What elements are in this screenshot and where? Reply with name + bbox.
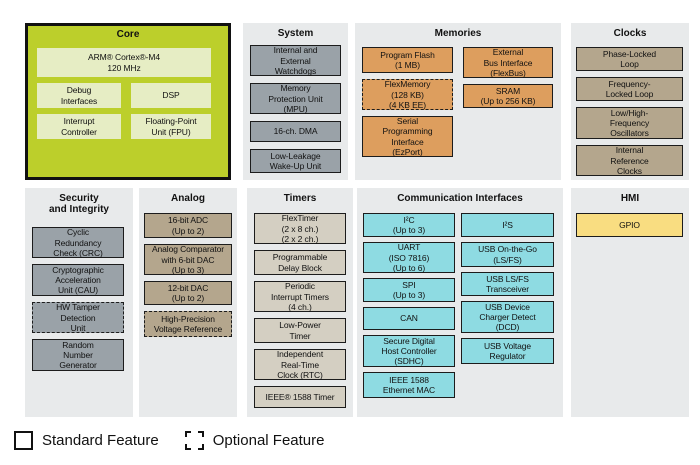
legend-optional-label: Optional Feature bbox=[212, 431, 325, 449]
block-i2s: I²S bbox=[461, 213, 554, 237]
block-periodic-interrupt-timers: Periodic Interrupt Timers (4 ch.) bbox=[254, 281, 346, 312]
block-voltage-reference: High-Precision Voltage Reference bbox=[144, 311, 232, 337]
panel-clocks: Clocks Phase-Locked Loop Frequency- Lock… bbox=[571, 23, 689, 180]
legend-standard-label: Standard Feature bbox=[42, 431, 159, 449]
panel-memories: Memories Program Flash (1 MB) FlexMemory… bbox=[355, 23, 561, 180]
block-adc: 16-bit ADC (Up to 2) bbox=[144, 213, 232, 238]
panel-title-security: Security and Integrity bbox=[48, 193, 109, 215]
block-cau: Cryptographic Acceleration Unit (CAU) bbox=[32, 264, 124, 296]
block-internal-reference-clocks: Internal Reference Clocks bbox=[576, 145, 683, 176]
block-mpu: Memory Protection Unit (MPU) bbox=[250, 83, 341, 114]
panel-communication-interfaces: Communication Interfaces I²C (Up to 3) U… bbox=[357, 188, 563, 417]
block-low-power-timer: Low-Power Timer bbox=[254, 318, 346, 343]
block-arm-cortex-m4: ARM® Cortex®-M4 120 MHz bbox=[37, 48, 211, 77]
block-usb-dcd: USB Device Charger Detect (DCD) bbox=[461, 301, 554, 333]
block-pll: Phase-Locked Loop bbox=[576, 47, 683, 71]
block-programmable-delay-block: Programmable Delay Block bbox=[254, 250, 346, 275]
panel-analog: Analog 16-bit ADC (Up to 2) Analog Compa… bbox=[139, 188, 237, 417]
panel-core: Core ARM® Cortex®-M4 120 MHz Debug Inter… bbox=[25, 23, 231, 180]
panel-title-hmi: HMI bbox=[620, 193, 640, 204]
block-sram: SRAM (Up to 256 KB) bbox=[463, 84, 553, 108]
legend-standard-swatch bbox=[14, 430, 33, 450]
legend: Standard Feature Optional Feature bbox=[14, 429, 324, 451]
legend-optional-swatch bbox=[184, 430, 204, 450]
block-flexbus: External Bus Interface (FlexBus) bbox=[463, 47, 553, 78]
panel-hmi: HMI GPIO bbox=[571, 188, 689, 417]
block-12bit-dac: 12-bit DAC (Up to 2) bbox=[144, 281, 232, 305]
block-ethernet-mac: IEEE 1588 Ethernet MAC bbox=[363, 372, 455, 398]
block-can: CAN bbox=[363, 307, 455, 330]
block-fll: Frequency- Locked Loop bbox=[576, 77, 683, 101]
block-watchdogs: Internal and External Watchdogs bbox=[250, 45, 341, 76]
panel-timers: Timers FlexTimer (2 x 8 ch.) (2 x 2 ch.)… bbox=[247, 188, 353, 417]
panel-title-clocks: Clocks bbox=[613, 28, 647, 39]
panel-system: System Internal and External Watchdogs M… bbox=[243, 23, 348, 180]
block-fpu: Floating-Point Unit (FPU) bbox=[131, 114, 211, 139]
block-random-number-generator: Random Number Generator bbox=[32, 339, 124, 371]
panel-title-core: Core bbox=[116, 29, 140, 40]
block-program-flash: Program Flash (1 MB) bbox=[362, 47, 453, 73]
block-dma: 16-ch. DMA bbox=[250, 121, 341, 142]
panel-title-memories: Memories bbox=[434, 28, 482, 39]
panel-title-communication-interfaces: Communication Interfaces bbox=[397, 193, 523, 204]
block-ezport: Serial Programming Interface (EzPort) bbox=[362, 116, 453, 157]
panel-title-analog: Analog bbox=[171, 193, 205, 204]
block-rtc: Independent Real-Time Clock (RTC) bbox=[254, 349, 346, 380]
block-hw-tamper-detection: HW Tamper Detection Unit bbox=[32, 302, 124, 333]
block-llwu: Low-Leakage Wake-Up Unit bbox=[250, 149, 341, 173]
block-gpio: GPIO bbox=[576, 213, 683, 237]
block-oscillators: Low/High- Frequency Oscillators bbox=[576, 107, 683, 139]
panel-security: Security and Integrity Cyclic Redundancy… bbox=[25, 188, 133, 417]
block-sdhc: Secure Digital Host Controller (SDHC) bbox=[363, 335, 455, 367]
block-analog-comparator: Analog Comparator with 6-bit DAC (Up to … bbox=[144, 244, 232, 275]
block-flextimer: FlexTimer (2 x 8 ch.) (2 x 2 ch.) bbox=[254, 213, 346, 244]
block-i2c: I²C (Up to 3) bbox=[363, 213, 455, 237]
panel-title-timers: Timers bbox=[283, 193, 317, 204]
block-dsp: DSP bbox=[131, 83, 211, 108]
block-ieee-1588-timer: IEEE® 1588 Timer bbox=[254, 386, 346, 408]
block-uart: UART (ISO 7816) (Up to 6) bbox=[363, 242, 455, 273]
block-flexmemory: FlexMemory (128 KB) (4 KB EE) bbox=[362, 79, 453, 110]
block-crc: Cyclic Redundancy Check (CRC) bbox=[32, 227, 124, 258]
block-usb-transceiver: USB LS/FS Transceiver bbox=[461, 272, 554, 296]
block-usb-otg: USB On-the-Go (LS/FS) bbox=[461, 242, 554, 267]
block-interrupt-controller: Interrupt Controller bbox=[37, 114, 121, 139]
block-debug-interfaces: Debug Interfaces bbox=[37, 83, 121, 108]
block-usb-voltage-regulator: USB Voltage Regulator bbox=[461, 338, 554, 364]
panel-title-system: System bbox=[277, 28, 314, 39]
block-spi: SPI (Up to 3) bbox=[363, 278, 455, 302]
